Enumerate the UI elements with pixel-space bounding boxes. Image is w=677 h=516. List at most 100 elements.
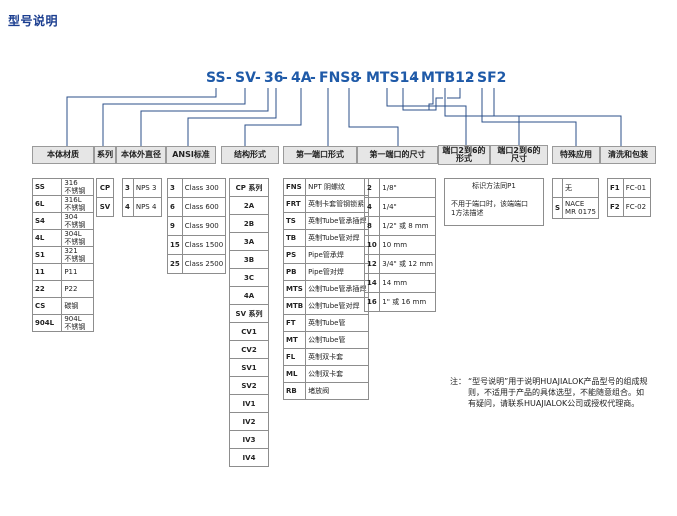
code-part: SS [206, 70, 226, 86]
material-desc: 316L [64, 196, 82, 204]
code-part: 4A [291, 70, 312, 86]
material-desc: P11 [61, 263, 94, 281]
footnote: 注： “型号说明”用于说明HUAJIALOK产品型号的组成规则，不适用于产品的具… [450, 376, 650, 409]
end1-form-code: PB [282, 263, 307, 281]
material-code: S4 [31, 212, 63, 230]
ansi-desc: Class 2500 [181, 254, 227, 274]
header-end26-size-line1: 端口2到6的 [497, 146, 541, 155]
end1-form-code: MTB [282, 297, 307, 315]
end26-description-box: 标识方法同P1 不用于端口时，该端端口 1方法描述 [444, 178, 544, 226]
code-part: SV [235, 70, 256, 86]
cleaning-desc: FC-02 [622, 197, 652, 217]
end1-form-code: ML [282, 365, 307, 383]
ansi-desc: Class 300 [181, 178, 227, 198]
table-row: SV 系列 [229, 304, 269, 323]
body-od-desc: NPS 4 [132, 197, 163, 217]
header-cleaning: 清洗和包装 [600, 146, 656, 164]
body-od-code: 3 [122, 178, 134, 198]
table-row: SV1 [229, 358, 269, 377]
end1-form-code: PS [282, 246, 307, 264]
end1-form-code: TS [282, 212, 307, 230]
end1-size-desc: 1/4" [379, 197, 436, 217]
end26-line3: 1方法描述 [451, 209, 484, 217]
cleaning-code: F2 [607, 197, 624, 217]
table-row: 无 [551, 178, 599, 198]
table-row: 4A [229, 286, 269, 305]
header-end26-size: 端口2到6的 尺寸 [490, 145, 548, 165]
table-row: 3A [229, 232, 269, 251]
end1-form-desc: 公制Tube管 [305, 331, 370, 349]
end1-size-code: 12 [363, 254, 381, 274]
structure-item: SV1 [229, 358, 269, 377]
material-desc: 不锈钢 [64, 204, 86, 212]
table-row: 3C [229, 268, 269, 287]
structure-item: SV 系列 [229, 304, 269, 323]
structure-table: CP 系列 2A 2B 3A 3B 3C 4A SV 系列 CV1 CV2 SV… [229, 178, 269, 467]
end1-form-code: RB [282, 382, 307, 400]
code-part: 36 [264, 70, 284, 86]
code-dash: - [226, 70, 232, 86]
header-end1-form: 第一端口形式 [283, 146, 357, 164]
material-desc: 304L [64, 230, 82, 238]
code-part: MTB12 [421, 70, 475, 86]
material-desc: 316 [64, 179, 78, 187]
material-code: 22 [31, 280, 63, 298]
structure-item: 3A [229, 232, 269, 251]
table-row: 2A [229, 196, 269, 215]
structure-item: 3C [229, 268, 269, 287]
material-desc: 不锈钢 [64, 221, 86, 229]
end1-size-code: 16 [363, 292, 381, 312]
material-desc: 904L [64, 315, 82, 323]
special-desc: NACE [565, 200, 585, 208]
table-row: SV2 [229, 376, 269, 395]
code-dash: - [467, 70, 473, 86]
material-desc: 304 [64, 213, 78, 221]
page-title: 型号说明 [8, 14, 59, 28]
footnote-label: 注： [450, 377, 466, 386]
header-end26-form-line2: 形式 [456, 154, 472, 163]
header-special: 特殊应用 [552, 146, 600, 164]
code-dash: - [255, 70, 261, 86]
structure-item: CV2 [229, 340, 269, 359]
end1-size-desc: 14 mm [379, 273, 436, 293]
ansi-code: 9 [167, 216, 183, 236]
code-dash: - [310, 70, 316, 86]
material-code: SS [31, 178, 63, 196]
end1-form-desc: 公制Tube管对焊 [305, 297, 370, 315]
end1-size-desc: 3/4" 或 12 mm [379, 254, 436, 274]
end1-form-code: MT [282, 331, 307, 349]
end1-form-desc: 公制双卡套 [305, 365, 370, 383]
end1-form-code: FL [282, 348, 307, 366]
special-desc: MR 0175 [565, 208, 596, 216]
header-ansi: ANSI标准 [166, 146, 216, 164]
body-od-code: 4 [122, 197, 134, 217]
table-row: IV1 [229, 394, 269, 413]
series-code: CP [96, 178, 114, 198]
end1-size-code: 2 [363, 178, 381, 198]
material-code: S1 [31, 246, 63, 264]
end1-form-desc: Pipe管对焊 [305, 263, 370, 281]
